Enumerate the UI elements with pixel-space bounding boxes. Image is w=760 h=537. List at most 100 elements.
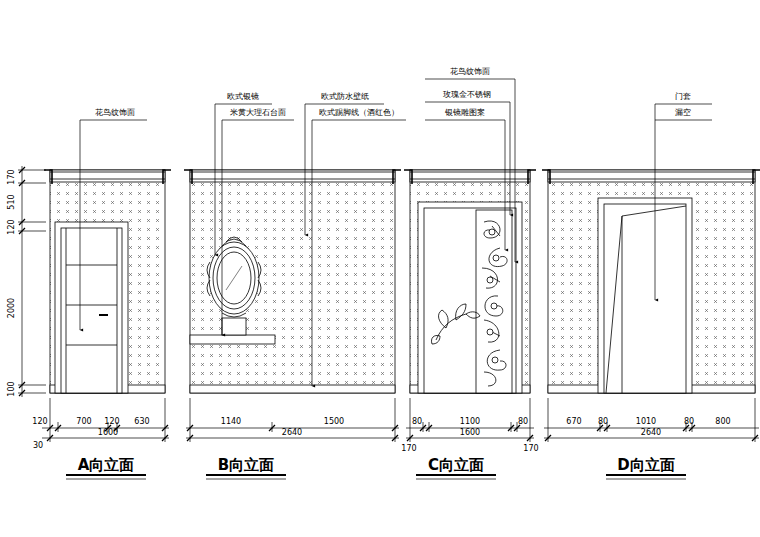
- title-underline: [66, 474, 686, 476]
- dimension-label: 1600: [460, 429, 480, 437]
- leader-line: [312, 120, 406, 121]
- dimension-label: 120: [8, 219, 16, 234]
- dimension-label: 170: [8, 169, 16, 184]
- leader-line: [215, 104, 272, 105]
- leader-line: [215, 104, 216, 255]
- door-c: [492, 357, 498, 363]
- door-d: [604, 204, 686, 393]
- leader-line: [80, 79, 712, 386]
- view-title-label: C向立面: [428, 458, 484, 473]
- door-c: [418, 202, 522, 393]
- wall: [548, 170, 755, 393]
- leader-line: [80, 120, 81, 330]
- skirting: [190, 385, 395, 393]
- door-a: [55, 222, 128, 393]
- dimension-label: 170: [401, 445, 416, 453]
- dimension-label: 30: [33, 442, 43, 450]
- view-title-label: D向立面: [617, 458, 674, 473]
- callout-label: 欧式银镜: [227, 93, 259, 101]
- callout-label: 玫瑰金不锈钢: [443, 91, 491, 99]
- dimension-line: [47, 425, 758, 441]
- leader-line: [312, 120, 313, 386]
- vanity-b: [213, 247, 255, 309]
- dimension-label: 2640: [641, 429, 661, 437]
- leader-line: [655, 104, 656, 300]
- dimension-line: [50, 398, 755, 442]
- callout-label: 门套: [675, 93, 691, 101]
- door-c: [418, 202, 522, 393]
- leader-line: [222, 120, 223, 335]
- dimension-label: 700: [76, 418, 91, 426]
- vanity-b: [190, 335, 275, 344]
- dimension-label: 2000: [8, 298, 16, 318]
- door-c: [493, 255, 499, 261]
- leader-line: [305, 104, 384, 105]
- leader-line: [425, 120, 505, 250]
- wall: [50, 170, 165, 393]
- callout-label: 花鸟纹饰面: [450, 68, 490, 76]
- dimension-label: 170: [523, 445, 538, 453]
- dimension-line: [18, 166, 759, 442]
- door-c: [491, 303, 497, 309]
- dimension-label: 1500: [324, 418, 344, 426]
- door-d: [606, 206, 686, 393]
- crown-moulding: [44, 170, 760, 184]
- crown-moulding: [50, 172, 755, 179]
- door-a: [66, 228, 117, 393]
- door-d: [598, 198, 692, 393]
- door-c: [487, 329, 493, 335]
- leader-line: [305, 104, 306, 235]
- wall: [190, 170, 395, 393]
- wall: [50, 170, 755, 393]
- leader-line: [425, 79, 515, 262]
- dimension-line: [18, 166, 46, 397]
- dimension-label: 800: [715, 418, 730, 426]
- dimension-label: 80: [684, 418, 694, 426]
- door-a: [55, 222, 128, 393]
- dimension-line: [42, 428, 759, 438]
- leader-line: [655, 104, 712, 105]
- leader-line: [222, 120, 294, 121]
- dimension-label: 120: [104, 418, 119, 426]
- dimension-label: 1010: [636, 418, 656, 426]
- vanity-b: [190, 237, 275, 344]
- vanity-b: [209, 242, 259, 314]
- dimension-label: 1600: [98, 429, 118, 437]
- callout-label: 漏空: [675, 109, 691, 117]
- door-a: [61, 228, 122, 393]
- leader-line: [80, 120, 147, 121]
- callout-label: 米黄大理石台面: [230, 109, 286, 117]
- callout-label: 欧式防水壁纸: [321, 93, 369, 101]
- callout-label: 欧式踢脚线（酒红色）: [319, 109, 399, 117]
- callout-label: 银镜雕图案: [445, 109, 485, 117]
- view-title-label: B向立面: [218, 458, 274, 473]
- dimension-line: [19, 167, 25, 396]
- dimension-label: 510: [8, 194, 16, 209]
- dimension-label: 100: [8, 381, 16, 396]
- vanity-b: [226, 266, 242, 290]
- callout-label: 花鸟纹饰面: [95, 109, 135, 117]
- dimension-label: 80: [518, 418, 528, 426]
- door-c: [487, 277, 493, 283]
- door-c: [424, 208, 516, 393]
- dimension-label: 1140: [221, 418, 241, 426]
- dimension-label: 120: [32, 418, 47, 426]
- vanity-b: [222, 318, 246, 335]
- dimension-label: 80: [412, 418, 422, 426]
- dimension-label: 80: [598, 418, 608, 426]
- leader-line: [655, 120, 712, 121]
- leader-line: [425, 102, 510, 215]
- wall: [410, 170, 530, 393]
- door-a: [99, 314, 108, 316]
- door-d: [598, 198, 692, 393]
- title-underline: [66, 479, 686, 480]
- door-c: [489, 229, 495, 235]
- dimension-label: 670: [566, 418, 581, 426]
- view-title-label: A向立面: [78, 458, 135, 473]
- crown-moulding: [44, 170, 760, 184]
- title-underline: [66, 475, 686, 479]
- door-c: [476, 210, 512, 393]
- dimension-label: 2640: [282, 429, 302, 437]
- dimension-label: 630: [134, 418, 149, 426]
